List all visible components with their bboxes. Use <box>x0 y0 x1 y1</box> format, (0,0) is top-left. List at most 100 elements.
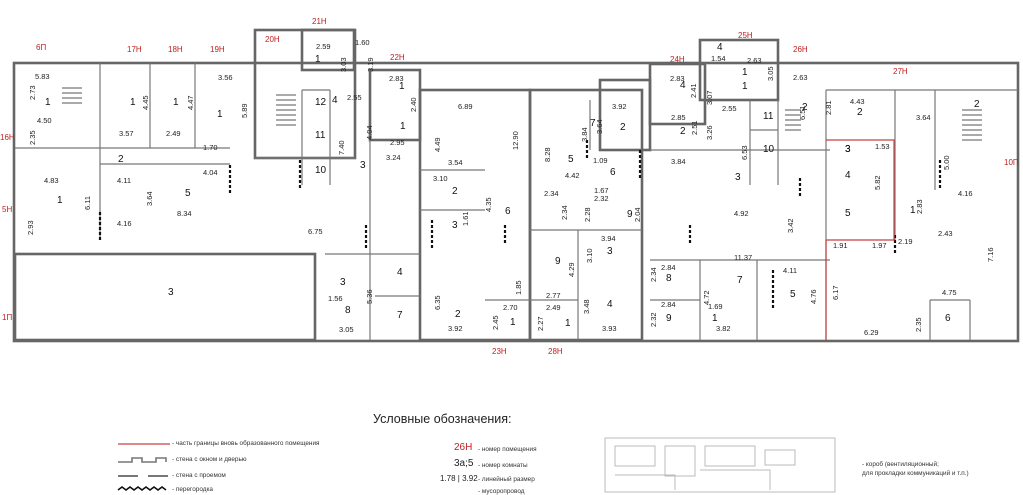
room-number: 9 <box>627 209 633 220</box>
dimension-label: 1.56 <box>328 294 343 303</box>
dimension-label: 4.92 <box>734 209 749 218</box>
dimension-label: 1.69 <box>708 302 723 311</box>
room-number: 11 <box>763 111 774 122</box>
dimension-label: 5.89 <box>240 103 249 118</box>
dimension-label: 2.85 <box>671 113 686 122</box>
dimension-label: 3.10 <box>585 248 594 263</box>
dimension-label: 2.49 <box>546 303 561 312</box>
dimension-label: 2.73 <box>28 85 37 100</box>
room-number: 1 <box>399 81 405 92</box>
room-number: 10 <box>315 165 327 176</box>
room-number: 6 <box>610 167 616 178</box>
dimension-label: 4.29 <box>567 262 576 277</box>
dimension-label: 2.28 <box>583 207 592 222</box>
dimension-label: 8.28 <box>543 147 552 162</box>
dimension-label: 4.47 <box>186 95 195 110</box>
legend-item-duct: - короб (вентиляционный; <box>862 461 939 468</box>
room-number: 7 <box>397 310 403 321</box>
dimension-label: 2.34 <box>560 205 569 220</box>
room-number: 3 <box>168 287 174 298</box>
room-number: 2 <box>452 186 458 197</box>
room-number: 8 <box>666 273 672 284</box>
unit-tag: 21Н <box>312 17 327 26</box>
room-number: 1 <box>565 318 571 329</box>
room-number: 1 <box>315 54 321 65</box>
dimension-label: 2.45 <box>491 315 500 330</box>
dimension-label: 2.83 <box>670 74 685 83</box>
interior-walls <box>15 63 1018 340</box>
room-number: 7 <box>590 118 596 129</box>
dimension-label: 3.64 <box>916 113 931 122</box>
dimension-label: 6.53 <box>740 145 749 160</box>
dimension-label: 1.85 <box>514 280 523 295</box>
dimension-label: 4.75 <box>942 288 957 297</box>
unit-tag: 23Н <box>492 347 507 356</box>
dimension-label: 3.82 <box>716 324 731 333</box>
dimension-label: 3.26 <box>705 125 714 140</box>
dimension-label: 2.40 <box>409 97 418 112</box>
dimension-label: 7.16 <box>986 247 995 262</box>
legend-item-unit-number: - номер помещения <box>478 446 537 453</box>
dimension-label: 4.11 <box>117 176 131 185</box>
legend-dimension-sample: 1.78 | 3.92 <box>440 474 478 483</box>
dimension-label: 4.16 <box>117 219 132 228</box>
dimension-label: 6.75 <box>308 227 323 236</box>
unit-tag: 10П <box>1004 158 1019 167</box>
room-number: 2 <box>857 107 863 118</box>
legend-item-garbage-chute: - мусоропровод <box>478 488 525 495</box>
legend-item-duct-note: для прокладки коммуникаций и т.п.) <box>862 470 969 477</box>
dimension-label: 6.11 <box>83 196 92 210</box>
dimension-label: 3.92 <box>448 324 463 333</box>
dimension-label: 4.72 <box>702 290 711 305</box>
room-number: 9 <box>555 256 561 267</box>
room-number: 1 <box>130 97 136 108</box>
dimension-label: 6.35 <box>433 295 442 310</box>
dimension-label: 3.56 <box>218 73 233 82</box>
dimension-label: 4.04 <box>365 125 374 140</box>
dimension-label: 4.43 <box>850 97 865 106</box>
dimension-label: 2.95 <box>390 138 405 147</box>
room-number: 5 <box>185 188 191 199</box>
legend-sub-number-sample: 3а;5 <box>454 458 474 469</box>
room-number: 2 <box>620 122 626 133</box>
room-number: 3 <box>607 246 613 257</box>
dimension-label: 5.83 <box>35 72 50 81</box>
dimension-label: 4.35 <box>484 197 493 212</box>
room-number: 4 <box>607 299 613 310</box>
room-number: 1 <box>57 195 63 206</box>
dimension-label: 2.77 <box>546 291 561 300</box>
dimension-label: 6.29 <box>864 328 879 337</box>
dimension-label: 4.76 <box>809 289 818 304</box>
unit-tag: 24Н <box>670 55 685 64</box>
dimension-label: 2.04 <box>633 207 642 222</box>
dimension-label: 3.64 <box>595 119 604 134</box>
dimension-label: 5.82 <box>873 175 882 190</box>
room-number: 1 <box>217 109 223 120</box>
room-number: 1 <box>742 67 748 78</box>
dimension-label: 2.51 <box>690 120 699 135</box>
legend-title: Условные обозначения: <box>373 412 512 426</box>
unit-tag: 20Н <box>265 35 280 44</box>
dimension-label: 2.32 <box>594 194 609 203</box>
dimension-label: 2.34 <box>649 267 658 282</box>
room-number: 2 <box>974 99 980 110</box>
unit-tag: 27Н <box>893 67 908 76</box>
dimension-label: 1.97 <box>872 241 887 250</box>
room-number: 4 <box>680 80 686 91</box>
dimension-label: 2.19 <box>898 237 913 246</box>
room-number: 3 <box>452 220 458 231</box>
room-number: 3 <box>845 144 851 155</box>
legend-item-wall-window-door: - стена с окном и дверью <box>172 456 247 463</box>
dimension-label: 8.34 <box>177 209 192 218</box>
room-number: 9 <box>666 313 672 324</box>
legend-item-dimension: - линейный размер <box>478 476 535 483</box>
dimension-label: 4.45 <box>141 95 150 110</box>
dimension-label: 3.64 <box>145 191 154 206</box>
dimension-label: 2.35 <box>914 317 923 332</box>
dimension-label: 2.70 <box>503 303 518 312</box>
legend-item-wall-opening: - стена с проемом <box>172 472 226 479</box>
room-number: 2 <box>118 154 124 165</box>
dimension-label: 6.51 <box>798 105 807 120</box>
room-number: 2 <box>802 102 808 113</box>
dimension-label: 2.83 <box>389 74 404 83</box>
